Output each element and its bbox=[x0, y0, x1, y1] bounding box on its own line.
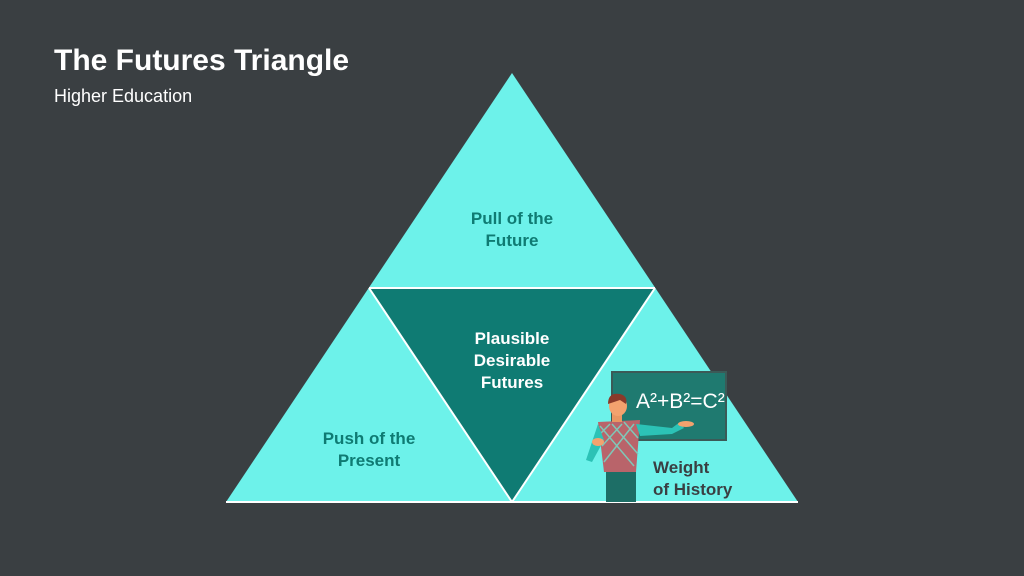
page-subtitle: Higher Education bbox=[54, 86, 193, 106]
label-line: Futures bbox=[480, 373, 544, 392]
region-push-of-present: Push of the Present bbox=[299, 428, 439, 472]
page-title: The Futures Triangle bbox=[54, 44, 350, 77]
label-line: of History bbox=[653, 480, 733, 499]
chalkboard-equation: A²+B²=C² bbox=[636, 390, 725, 413]
label-line: Desirable bbox=[473, 351, 551, 370]
label-line: Weight bbox=[653, 458, 710, 477]
region-weight-of-history: Weight of History bbox=[653, 457, 773, 501]
label-line: Future bbox=[485, 231, 539, 250]
label-line: Push of the bbox=[322, 429, 416, 448]
region-pull-of-future: Pull of the Future bbox=[442, 208, 582, 252]
label-line: Present bbox=[337, 451, 401, 470]
label-line: Pull of the bbox=[470, 209, 554, 228]
region-plausible-desirable-futures: Plausible Desirable Futures bbox=[442, 328, 582, 394]
center-triangle bbox=[369, 288, 655, 502]
teacher-illustration bbox=[586, 371, 727, 502]
divider bbox=[368, 287, 513, 503]
divider bbox=[511, 287, 656, 503]
label-line: Plausible bbox=[474, 329, 550, 348]
